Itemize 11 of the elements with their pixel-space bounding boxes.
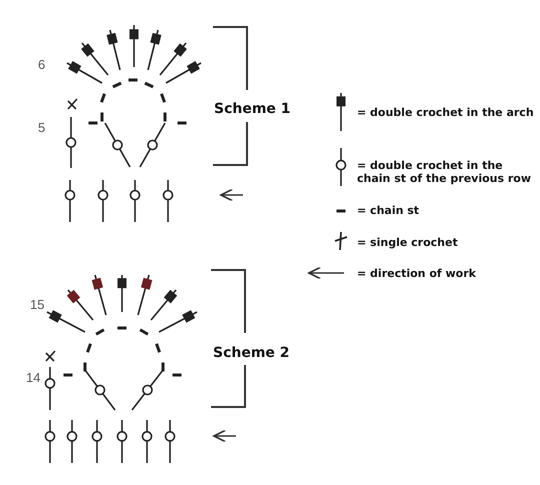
row-number: 5	[38, 120, 46, 135]
scheme-title: Scheme 1	[214, 101, 291, 117]
legend-text: = double crochet in the chain st of the previous row	[357, 159, 532, 185]
legend-text: = chain st	[357, 204, 420, 217]
row-number: 6	[38, 57, 46, 72]
legend-text: = direction of work	[357, 267, 476, 280]
row-number: 15	[30, 297, 44, 312]
legend-text: = single crochet	[357, 236, 458, 249]
row-number: 14	[26, 370, 40, 385]
scheme-title: Scheme 2	[213, 345, 290, 361]
legend-text: = double crochet in the arch	[357, 106, 534, 119]
